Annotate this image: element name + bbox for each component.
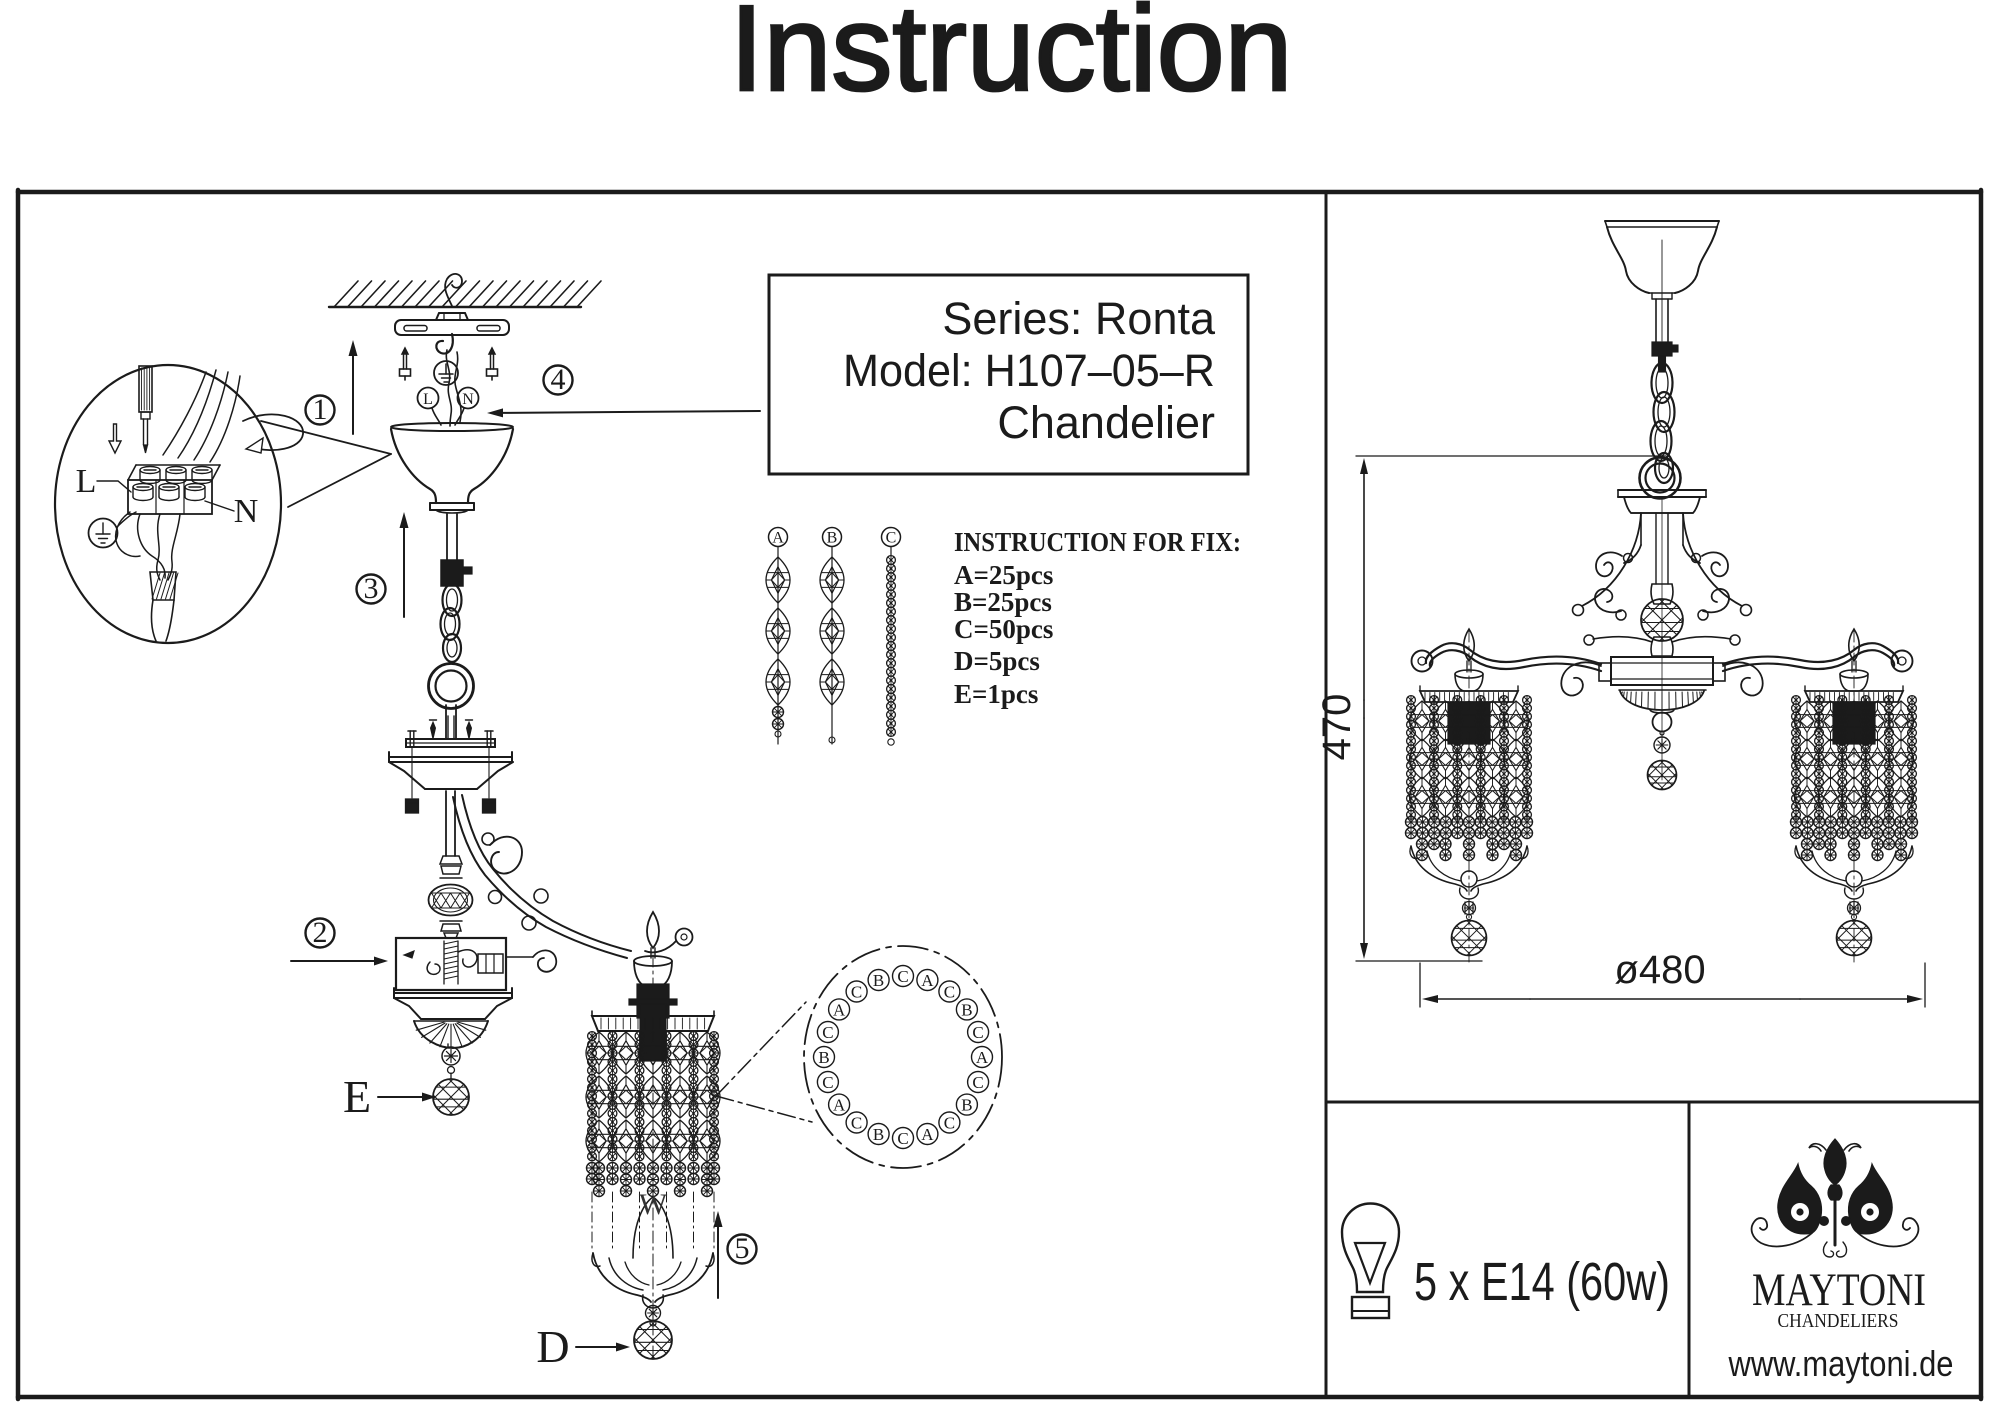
svg-text:Series: Ronta: Series: Ronta (942, 293, 1216, 344)
svg-text:B: B (873, 971, 884, 990)
svg-text:INSTRUCTION FOR FIX:: INSTRUCTION FOR FIX: (954, 527, 1241, 557)
svg-text:C: C (972, 1023, 983, 1042)
svg-text:www.maytoni.de: www.maytoni.de (1728, 1343, 1954, 1384)
svg-text:A: A (833, 1000, 846, 1019)
svg-text:E: E (343, 1071, 371, 1122)
svg-text:B: B (961, 1000, 972, 1019)
svg-text:Model: H107–05–R: Model: H107–05–R (843, 345, 1215, 396)
svg-text:5 x E14 (60w): 5 x E14 (60w) (1414, 1252, 1670, 1312)
svg-text:B: B (961, 1096, 972, 1115)
svg-text:C: C (944, 983, 955, 1002)
svg-text:C: C (851, 983, 862, 1002)
svg-text:B: B (873, 1125, 884, 1144)
svg-text:L: L (76, 463, 97, 500)
svg-text:C: C (944, 1114, 955, 1133)
svg-text:C: C (897, 1129, 908, 1148)
svg-text:A: A (921, 1125, 934, 1144)
svg-text:Instruction: Instruction (730, 0, 1293, 116)
svg-text:E=1pcs: E=1pcs (954, 679, 1038, 709)
svg-text:C: C (972, 1073, 983, 1092)
svg-text:A: A (976, 1048, 989, 1067)
svg-text:MAYTONI: MAYTONI (1752, 1264, 1926, 1316)
svg-text:CHANDELIERS: CHANDELIERS (1778, 1310, 1899, 1332)
svg-text:D=5pcs: D=5pcs (954, 646, 1040, 676)
svg-text:C: C (851, 1114, 862, 1133)
svg-text:B: B (818, 1048, 829, 1067)
svg-text:470: 470 (1315, 694, 1359, 761)
svg-text:A: A (772, 530, 784, 547)
svg-text:4: 4 (551, 363, 566, 396)
svg-text:D: D (536, 1321, 569, 1372)
svg-text:A=25pcs: A=25pcs (954, 560, 1053, 590)
svg-text:ø480: ø480 (1614, 948, 1705, 992)
svg-text:Chandelier: Chandelier (997, 397, 1215, 448)
svg-text:L: L (423, 391, 433, 408)
svg-text:B: B (827, 530, 838, 547)
svg-text:1: 1 (313, 393, 328, 426)
svg-text:3: 3 (364, 572, 379, 605)
svg-text:A: A (833, 1096, 846, 1115)
svg-text:C: C (886, 530, 897, 547)
svg-text:N: N (462, 391, 474, 408)
svg-text:C=50pcs: C=50pcs (954, 614, 1053, 644)
svg-text:A: A (921, 971, 934, 990)
svg-text:B=25pcs: B=25pcs (954, 587, 1052, 617)
svg-text:N: N (234, 493, 259, 530)
svg-text:C: C (822, 1023, 833, 1042)
svg-text:C: C (897, 967, 908, 986)
svg-text:2: 2 (313, 916, 328, 949)
svg-text:C: C (822, 1073, 833, 1092)
svg-text:5: 5 (735, 1232, 750, 1265)
svg-text:W: W (639, 1188, 668, 1221)
